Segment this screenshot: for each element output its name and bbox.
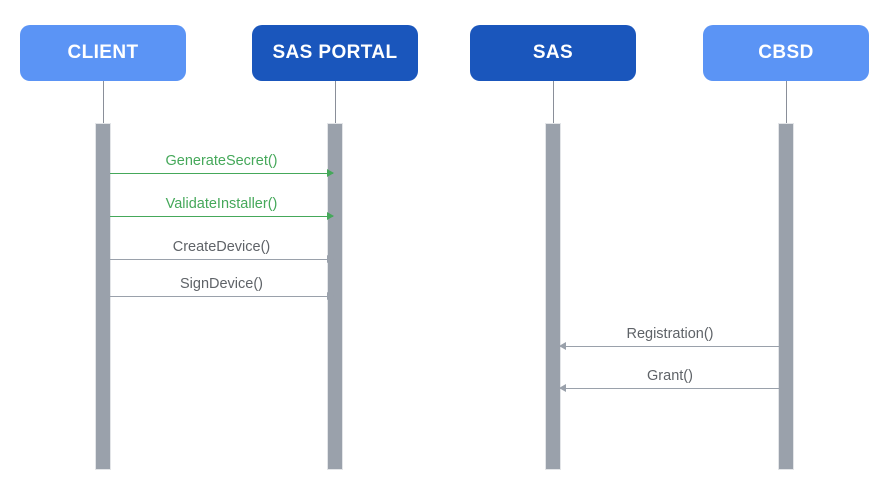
activation-bar-sas bbox=[545, 123, 561, 470]
message-generate-secret[interactable]: GenerateSecret() bbox=[110, 153, 334, 178]
message-validate-installer[interactable]: ValidateInstaller() bbox=[110, 196, 334, 221]
message-grant[interactable]: Grant() bbox=[559, 368, 780, 393]
lifeline-client bbox=[103, 81, 104, 123]
arrowhead-validate-installer-icon bbox=[327, 212, 334, 221]
arrowhead-sign-device-icon bbox=[327, 292, 334, 301]
message-create-device[interactable]: CreateDevice() bbox=[110, 239, 334, 264]
message-line-registration bbox=[560, 346, 780, 348]
lifeline-sas-portal bbox=[335, 81, 336, 123]
arrowhead-registration-icon bbox=[559, 342, 566, 351]
message-label-validate-installer: ValidateInstaller() bbox=[165, 196, 278, 212]
participant-box-client[interactable]: CLIENT bbox=[20, 25, 186, 81]
lifeline-cbsd bbox=[786, 81, 787, 123]
activation-bar-cbsd bbox=[778, 123, 794, 470]
arrowhead-generate-secret-icon bbox=[327, 169, 334, 178]
arrowhead-grant-icon bbox=[559, 384, 566, 393]
message-line-sign-device bbox=[110, 296, 333, 298]
message-registration[interactable]: Registration() bbox=[559, 326, 780, 351]
message-line-validate-installer bbox=[110, 216, 333, 218]
participant-box-sas-portal[interactable]: SAS PORTAL bbox=[252, 25, 418, 81]
participant-label-sas-portal: SAS PORTAL bbox=[272, 42, 398, 63]
participant-box-cbsd[interactable]: CBSD bbox=[703, 25, 869, 81]
activation-bar-client bbox=[95, 123, 111, 470]
message-sign-device[interactable]: SignDevice() bbox=[110, 276, 334, 301]
message-label-sign-device: SignDevice() bbox=[180, 276, 263, 292]
message-line-create-device bbox=[110, 259, 333, 261]
message-label-generate-secret: GenerateSecret() bbox=[165, 153, 278, 169]
participant-label-sas: SAS bbox=[532, 42, 574, 63]
lifeline-sas bbox=[553, 81, 554, 123]
message-line-generate-secret bbox=[110, 173, 333, 175]
message-label-grant: Grant() bbox=[647, 368, 693, 384]
participant-label-cbsd: CBSD bbox=[758, 42, 814, 63]
participant-label-client: CLIENT bbox=[67, 42, 139, 63]
message-label-create-device: CreateDevice() bbox=[172, 239, 271, 255]
message-label-registration: Registration() bbox=[626, 326, 714, 342]
participant-box-sas[interactable]: SAS bbox=[470, 25, 636, 81]
message-line-grant bbox=[560, 388, 780, 390]
arrowhead-create-device-icon bbox=[327, 255, 334, 264]
